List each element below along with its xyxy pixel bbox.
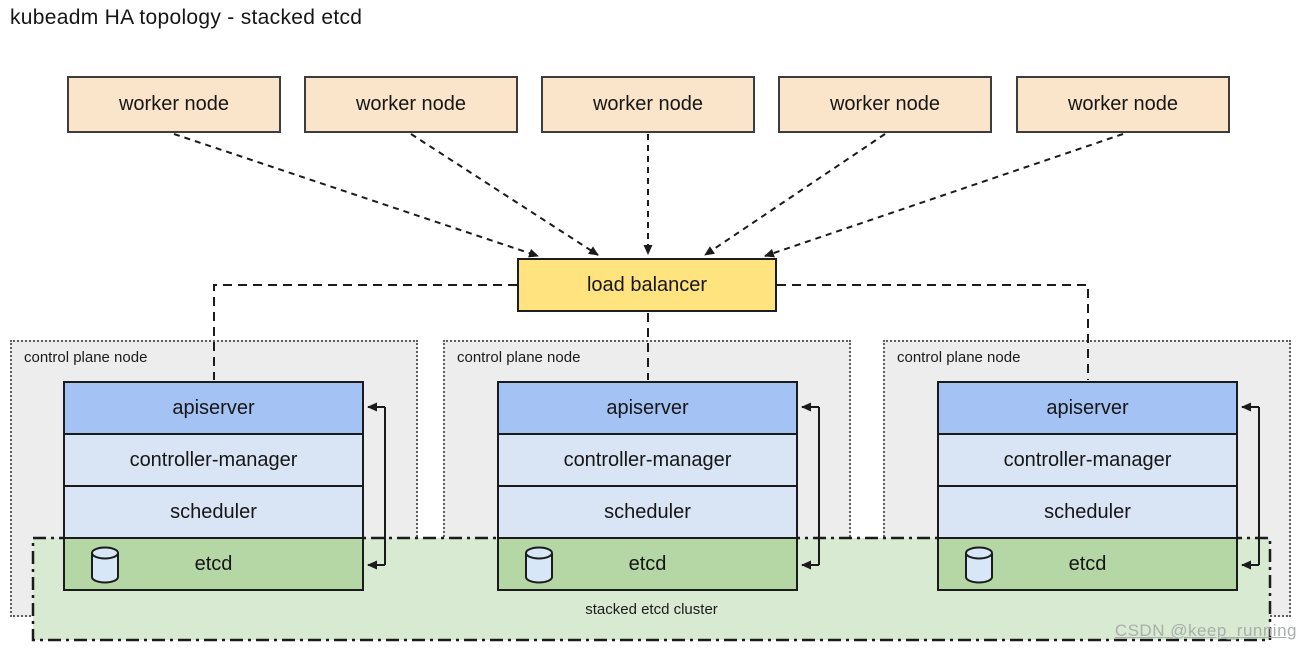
control-plane-stack-2: apiserver controller-manager scheduler e…: [497, 381, 798, 591]
stacked-etcd-cluster-label: stacked etcd cluster: [585, 601, 718, 618]
worker-node-label: worker node: [829, 93, 941, 115]
control-plane-stack-3: apiserver controller-manager scheduler e…: [937, 381, 1238, 591]
worker-node-box-5: worker node: [1016, 76, 1230, 133]
apiserver-box: apiserver: [939, 383, 1236, 433]
worker-node-label: worker node: [592, 93, 704, 115]
database-cylinder-icon: [965, 546, 993, 584]
worker-node-box-4: worker node: [778, 76, 992, 133]
database-cylinder-icon: [525, 546, 553, 584]
apiserver-box: apiserver: [65, 383, 362, 433]
worker-node-box-2: worker node: [304, 76, 518, 133]
controller-manager-box: controller-manager: [939, 433, 1236, 485]
control-plane-stack-1: apiserver controller-manager scheduler e…: [63, 381, 364, 591]
control-plane-node-label: control plane node: [457, 349, 581, 366]
apiserver-box: apiserver: [499, 383, 796, 433]
controller-manager-box: controller-manager: [65, 433, 362, 485]
control-plane-node-label: control plane node: [24, 349, 148, 366]
worker-node-box-1: worker node: [67, 76, 281, 133]
worker-to-lb-arrows: [173, 133, 1124, 258]
etcd-label: etcd: [628, 552, 667, 575]
scheduler-box: scheduler: [65, 485, 362, 537]
etcd-label: etcd: [194, 552, 233, 575]
watermark: CSDN @keep_running: [1114, 621, 1297, 640]
worker-node-label: worker node: [355, 93, 467, 115]
diagram-title: kubeadm HA topology - stacked etcd: [10, 6, 363, 29]
worker-node-box-3: worker node: [541, 76, 755, 133]
load-balancer-label: load balancer: [586, 273, 708, 296]
control-plane-node-label: control plane node: [897, 349, 1021, 366]
load-balancer-box: load balancer: [517, 258, 777, 312]
scheduler-box: scheduler: [939, 485, 1236, 537]
etcd-box: etcd: [939, 537, 1236, 589]
worker-node-label: worker node: [1067, 93, 1179, 115]
worker-node-label: worker node: [118, 93, 230, 115]
scheduler-box: scheduler: [499, 485, 796, 537]
database-cylinder-icon: [91, 546, 119, 584]
controller-manager-box: controller-manager: [499, 433, 796, 485]
etcd-box: etcd: [499, 537, 796, 589]
etcd-box: etcd: [65, 537, 362, 589]
etcd-label: etcd: [1068, 552, 1107, 575]
